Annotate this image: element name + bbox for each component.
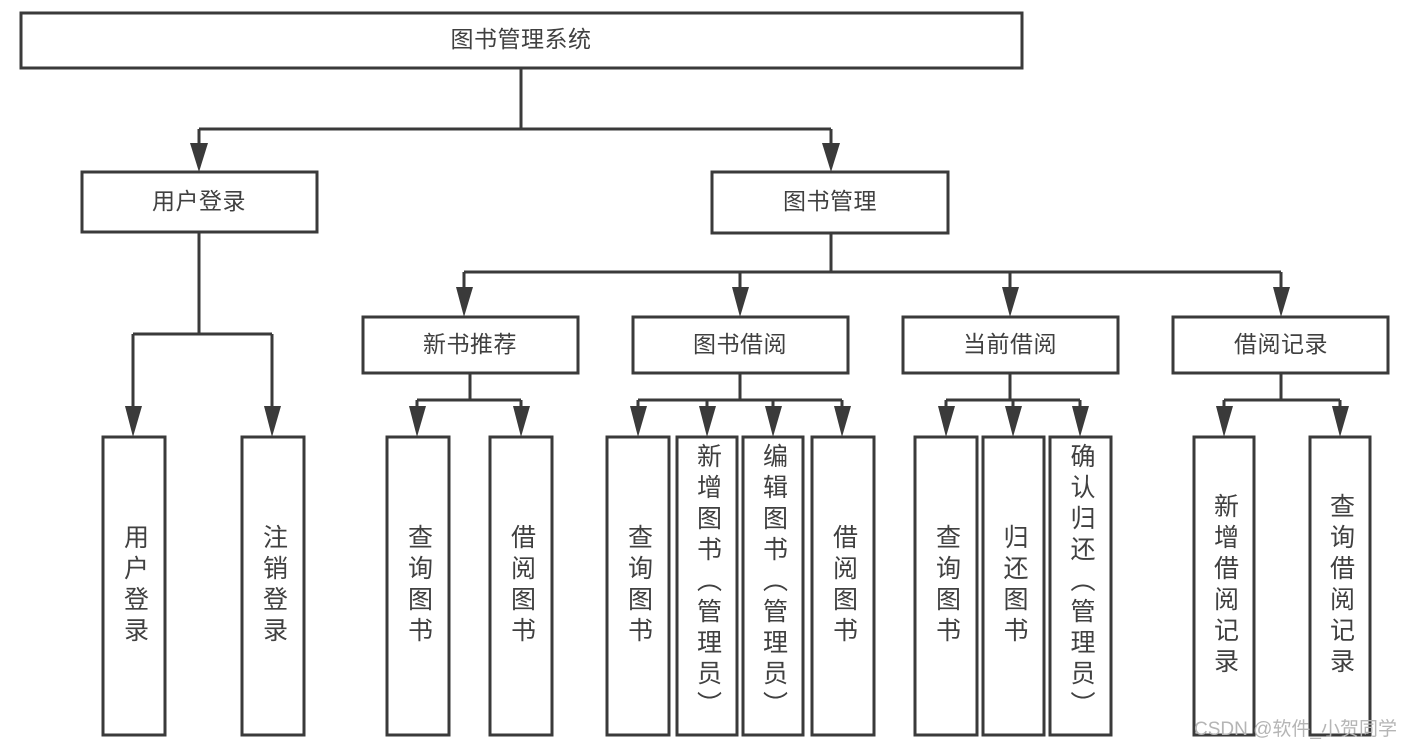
leaf-group-current-borrow — [913, 435, 1113, 737]
leaf-group-book-borrow — [605, 435, 876, 737]
arrow-head-leaf-add-book — [699, 406, 716, 437]
node-book-manage-box[interactable] — [710, 170, 950, 235]
node-new-book-recommend-label: 新书推荐 — [423, 331, 517, 357]
arrow-head-user-login — [190, 143, 208, 172]
leaf-node-add-record-box[interactable] — [1192, 435, 1256, 737]
arrow-head-leaf-confirm-return — [1072, 406, 1089, 437]
arrow-head-leaf-edit-book — [765, 406, 782, 437]
node-book-borrow-label: 图书借阅 — [693, 331, 787, 357]
connector-group-root — [190, 68, 840, 172]
arrow-head-leaf-user-login — [125, 406, 142, 437]
leaf-node-borrow-book-2-box[interactable] — [810, 435, 876, 737]
arrow-head-leaf-logout-login — [264, 406, 281, 437]
leaf-node-logout-login-box[interactable] — [240, 435, 306, 737]
leaf-node-query-book-1-box[interactable] — [385, 435, 451, 737]
node-root-label: 图书管理系统 — [451, 26, 592, 52]
arrow-head-book-borrow — [732, 287, 749, 317]
connector-group-borrow-record — [1216, 373, 1349, 437]
node-root-box[interactable] — [19, 11, 1024, 70]
arrow-head-leaf-query-book-3 — [938, 406, 955, 437]
node-borrow-record-box[interactable] — [1171, 315, 1390, 375]
node-new-book-recommend[interactable]: 新书推荐 — [361, 315, 580, 375]
leaf-node-borrow-book-1-box[interactable] — [488, 435, 554, 737]
arrow-head-leaf-query-book-1 — [409, 406, 426, 437]
node-current-borrow[interactable]: 当前借阅 — [901, 315, 1120, 375]
node-user-login-box[interactable] — [80, 170, 319, 234]
arrow-head-leaf-borrow-book-1 — [513, 406, 530, 437]
node-book-borrow[interactable]: 图书借阅 — [631, 315, 850, 375]
node-root[interactable]: 图书管理系统 — [19, 11, 1024, 70]
node-user-login[interactable]: 用户登录 — [80, 170, 319, 234]
leaf-group-new-book-recommend — [385, 435, 554, 737]
leaf-node-user-login-box[interactable] — [101, 435, 167, 737]
node-current-borrow-box[interactable] — [901, 315, 1120, 375]
node-book-manage-label: 图书管理 — [783, 188, 877, 214]
leaf-group-borrow-record — [1192, 435, 1372, 737]
connector-group-new-book-recommend — [409, 373, 530, 437]
arrow-head-current-borrow — [1002, 287, 1019, 317]
node-new-book-recommend-box[interactable] — [361, 315, 580, 375]
leaf-node-return-book-box[interactable] — [981, 435, 1046, 737]
connector-group-current-borrow — [938, 373, 1089, 437]
node-current-borrow-label: 当前借阅 — [963, 331, 1057, 357]
arrow-head-leaf-query-book-2 — [630, 406, 647, 437]
node-book-borrow-box[interactable] — [631, 315, 850, 375]
connector-group-user-login — [125, 232, 281, 437]
arrow-head-borrow-record — [1273, 287, 1290, 317]
leaf-group-user-login — [101, 435, 306, 737]
connector-group-book-manage — [456, 233, 1290, 317]
leaf-node-query-record-box[interactable] — [1308, 435, 1372, 737]
node-user-login-label: 用户登录 — [152, 188, 246, 214]
node-borrow-record-label: 借阅记录 — [1234, 331, 1328, 357]
arrow-head-book-manage — [822, 143, 840, 172]
leaf-node-query-book-2-box[interactable] — [605, 435, 671, 737]
node-book-manage[interactable]: 图书管理 — [710, 170, 950, 235]
arrow-head-leaf-add-record — [1216, 406, 1233, 437]
leaf-node-add-book-box[interactable] — [675, 435, 739, 737]
leaf-node-query-book-3-box[interactable] — [913, 435, 979, 737]
arrow-head-leaf-return-book — [1005, 406, 1022, 437]
arrow-head-new-book-recommend — [456, 287, 473, 317]
connector-group-book-borrow — [630, 373, 851, 437]
arrow-head-leaf-borrow-book-2 — [834, 406, 851, 437]
leaf-node-confirm-return-box[interactable] — [1048, 435, 1113, 737]
node-borrow-record[interactable]: 借阅记录 — [1171, 315, 1390, 375]
leaf-node-edit-book-box[interactable] — [741, 435, 805, 737]
arrow-head-leaf-query-record — [1332, 406, 1349, 437]
